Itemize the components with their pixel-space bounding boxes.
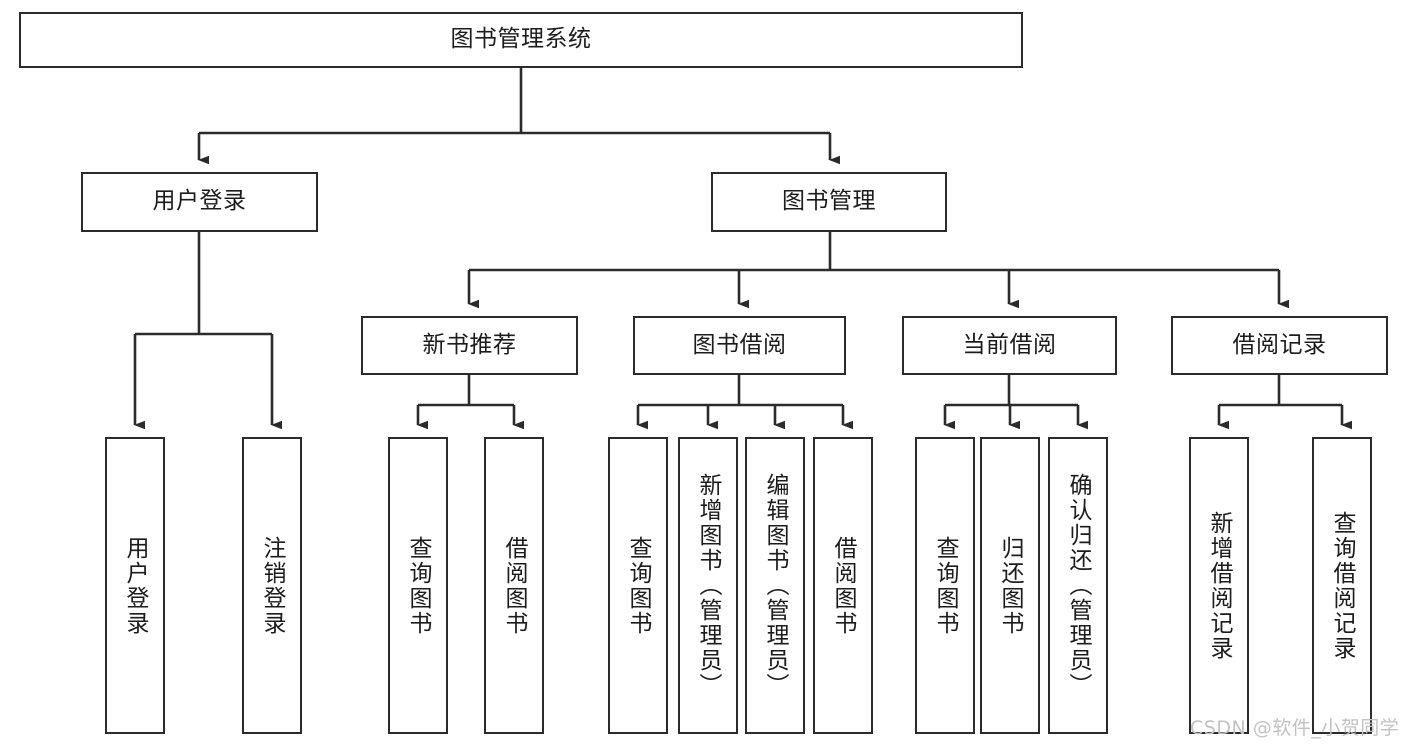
leaf-add-borrow-record[interactable]: 新增借阅记录 — [1189, 437, 1249, 734]
leaf-query-book-recommend[interactable]: 查询图书 — [388, 437, 448, 734]
leaf-label: 归还图书 — [997, 535, 1024, 636]
leaf-label: 查询图书 — [625, 535, 652, 636]
node-book-borrow[interactable]: 图书借阅 — [633, 316, 846, 375]
leaf-add-book[interactable]: 新增图书（管理员） — [678, 437, 738, 734]
leaf-user-logout[interactable]: 注销登录 — [242, 437, 302, 734]
node-root[interactable]: 图书管理系统 — [19, 12, 1023, 68]
leaf-confirm-return[interactable]: 确认归还（管理员） — [1048, 437, 1108, 734]
leaf-label: 编辑图书（管理员） — [762, 473, 789, 698]
leaf-query-borrow-record[interactable]: 查询借阅记录 — [1312, 437, 1372, 734]
leaf-edit-book[interactable]: 编辑图书（管理员） — [745, 437, 805, 734]
leaf-query-book-current[interactable]: 查询图书 — [915, 437, 975, 734]
node-new-book-recommend[interactable]: 新书推荐 — [361, 316, 578, 375]
node-user-login[interactable]: 用户登录 — [81, 172, 318, 232]
leaf-label: 借阅图书 — [830, 535, 857, 636]
leaf-return-book[interactable]: 归还图书 — [980, 437, 1040, 734]
leaf-label: 注销登录 — [259, 535, 286, 636]
node-book-manage[interactable]: 图书管理 — [711, 172, 947, 232]
leaf-user-login[interactable]: 用户登录 — [105, 437, 165, 734]
leaf-query-book-borrow[interactable]: 查询图书 — [608, 437, 668, 734]
leaf-borrow-book-recommend[interactable]: 借阅图书 — [484, 437, 544, 734]
leaf-label: 新增图书（管理员） — [695, 473, 722, 698]
leaf-label: 确认归还（管理员） — [1065, 473, 1092, 698]
node-borrow-record[interactable]: 借阅记录 — [1171, 316, 1388, 375]
leaf-label: 用户登录 — [122, 535, 149, 636]
csdn-watermark: CSDN @软件_小贺同学 — [1190, 717, 1400, 739]
leaf-label: 查询图书 — [405, 535, 432, 636]
leaf-label: 查询借阅记录 — [1329, 510, 1356, 661]
leaf-label: 新增借阅记录 — [1206, 510, 1233, 661]
leaf-label: 借阅图书 — [501, 535, 528, 636]
leaf-borrow-book[interactable]: 借阅图书 — [813, 437, 873, 734]
leaf-label: 查询图书 — [932, 535, 959, 636]
node-current-borrow[interactable]: 当前借阅 — [902, 316, 1117, 375]
